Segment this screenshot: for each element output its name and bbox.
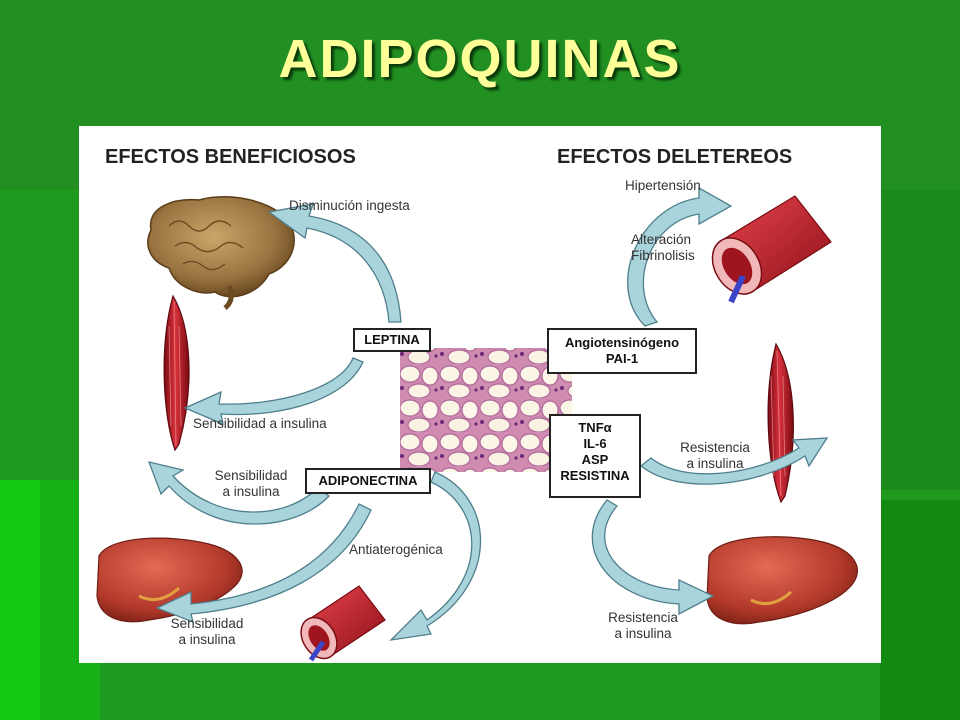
liver-icon xyxy=(96,537,243,623)
adipose-tissue-image xyxy=(400,348,572,472)
arrow-antiaterogenica xyxy=(389,471,482,641)
resistina-label: RESISTINA xyxy=(560,468,630,483)
heading-deleterious: EFECTOS DELETEREOS xyxy=(557,146,793,168)
leptina-box: LEPTINA xyxy=(353,328,431,352)
liver-icon xyxy=(706,536,858,625)
label-disminucion-ingesta: Disminución ingesta xyxy=(289,198,410,213)
blood-vessel-icon xyxy=(711,195,832,304)
label-sensibilidad-liver: Sensibilidad a insulina xyxy=(170,616,244,647)
adiponectina-label: ADIPONECTINA xyxy=(318,473,418,488)
muscle-icon xyxy=(767,342,794,504)
label-resistencia-muscle: Resistencia a insulina xyxy=(680,440,750,471)
angiotensinogeno-label: Angiotensinógeno xyxy=(564,335,680,350)
heading-beneficial: EFECTOS BENEFICIOSOS xyxy=(105,146,356,168)
label-alteracion-fibrinolisis: Alteración Fibrinolisis xyxy=(631,232,695,263)
blood-vessel-icon xyxy=(300,585,386,662)
arrow-sensibilidad-liver xyxy=(155,503,372,624)
muscle-icon xyxy=(163,294,190,452)
pai1-label: PAI-1 xyxy=(605,351,639,366)
angiotensinogeno-box: Angiotensinógeno PAI-1 xyxy=(547,328,697,374)
arrow-resistencia-liver xyxy=(591,499,715,616)
label-sensibilidad-muscle: Sensibilidad a insulina xyxy=(193,416,327,431)
brain-icon xyxy=(147,196,295,310)
arrow-sensibilidad-left xyxy=(147,461,331,525)
asp-label: ASP xyxy=(581,452,609,467)
arrow-disminucion-ingesta xyxy=(267,203,402,323)
leptina-label: LEPTINA xyxy=(364,332,420,347)
diagram-panel: EFECTOS BENEFICIOSOS EFECTOS DELETEREOS … xyxy=(79,126,881,663)
slide-title: ADIPOQUINAS xyxy=(278,29,682,89)
label-resistencia-liver: Resistencia a insulina xyxy=(608,610,678,641)
arrow-resistencia-muscle xyxy=(639,437,829,485)
adiponectina-box: ADIPONECTINA xyxy=(305,468,431,494)
tnf-label: TNFα xyxy=(578,420,612,435)
label-sensibilidad-left: Sensibilidad a insulina xyxy=(214,468,288,499)
il6-label: IL-6 xyxy=(583,436,607,451)
arrow-hipertension xyxy=(627,186,733,327)
tnf-box: TNFα IL-6 ASP RESISTINA xyxy=(549,414,641,498)
label-hipertension: Hipertensión xyxy=(625,178,701,193)
arrow-sensibilidad-muscle xyxy=(183,357,364,426)
diagram-graphics xyxy=(96,186,858,662)
label-antiaterogenica: Antiaterogénica xyxy=(349,542,443,557)
